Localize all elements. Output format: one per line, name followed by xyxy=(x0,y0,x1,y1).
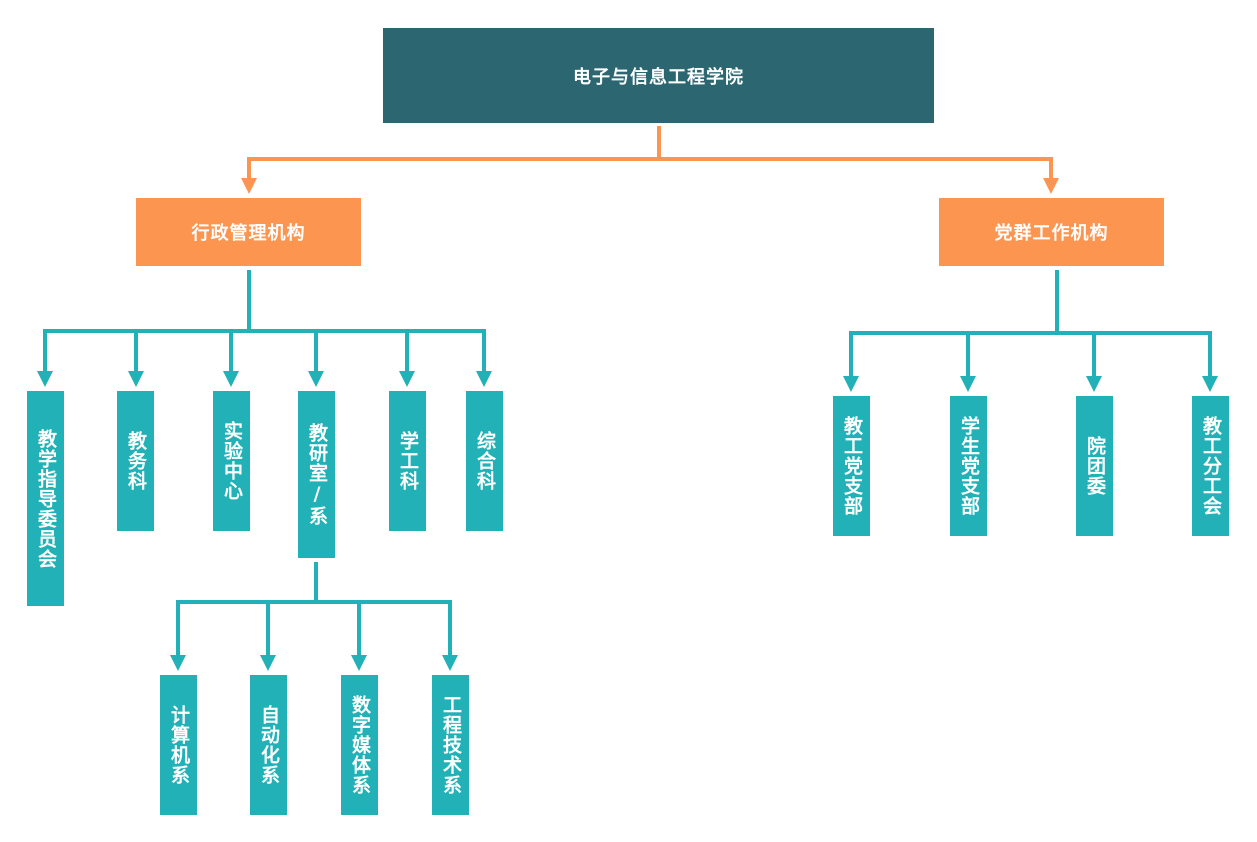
arrow-to-branch-1-child-3-arrowhead xyxy=(1202,376,1218,392)
arrow-to-branch-1-child-1-arrowhead xyxy=(960,376,976,392)
leaf-node-student-party-branch: 学生党支部 xyxy=(950,396,987,536)
leaf-node-youth-league: 院团委 xyxy=(1076,396,1113,536)
leaf-node-digital-media-dept: 数字媒体系 xyxy=(341,675,378,815)
leaf-node-staff-union: 教工分工会 xyxy=(1192,396,1229,536)
arrow-to-branch-1-child-0-arrowhead xyxy=(843,376,859,392)
leaf-node-computer-dept: 计算机系 xyxy=(160,675,197,815)
leaf-node-staff-party-branch: 教工党支部 xyxy=(833,396,870,536)
root-node-college: 电子与信息工程学院 xyxy=(383,28,934,123)
leaf-node-student-affairs: 学工科 xyxy=(389,391,426,531)
leaf-node-teaching-committee: 教学指导委员会 xyxy=(27,391,64,606)
arrow-to-branch-0-child-1-arrowhead xyxy=(128,371,144,387)
arrow-to-branch-1-child-2-arrowhead xyxy=(1086,376,1102,392)
branch-node-party-mass: 党群工作机构 xyxy=(939,198,1164,266)
leaf-node-academic-affairs: 教务科 xyxy=(117,391,154,531)
arrow-to-branch-1-arrowhead xyxy=(1043,178,1059,194)
arrow-to-dept-3-arrowhead xyxy=(442,655,458,671)
arrow-to-branch-0-child-3-arrowhead xyxy=(308,371,324,387)
arrow-to-dept-2-arrowhead xyxy=(351,655,367,671)
arrow-to-dept-1-arrowhead xyxy=(260,655,276,671)
arrow-to-branch-0-child-2-arrowhead xyxy=(223,371,239,387)
leaf-node-engineering-tech-dept: 工程技术系 xyxy=(432,675,469,815)
arrow-to-branch-0-child-4-arrowhead xyxy=(399,371,415,387)
leaf-node-teaching-research: 教研室/系 xyxy=(298,391,335,558)
arrow-to-branch-0-arrowhead xyxy=(241,178,257,194)
branch-node-administration: 行政管理机构 xyxy=(136,198,361,266)
leaf-node-automation-dept: 自动化系 xyxy=(250,675,287,815)
arrow-to-dept-0-arrowhead xyxy=(170,655,186,671)
leaf-node-lab-center: 实验中心 xyxy=(213,391,250,531)
arrow-to-branch-0-child-0-arrowhead xyxy=(37,371,53,387)
leaf-node-general-office: 综合科 xyxy=(466,391,503,531)
arrow-to-branch-0-child-5-arrowhead xyxy=(476,371,492,387)
